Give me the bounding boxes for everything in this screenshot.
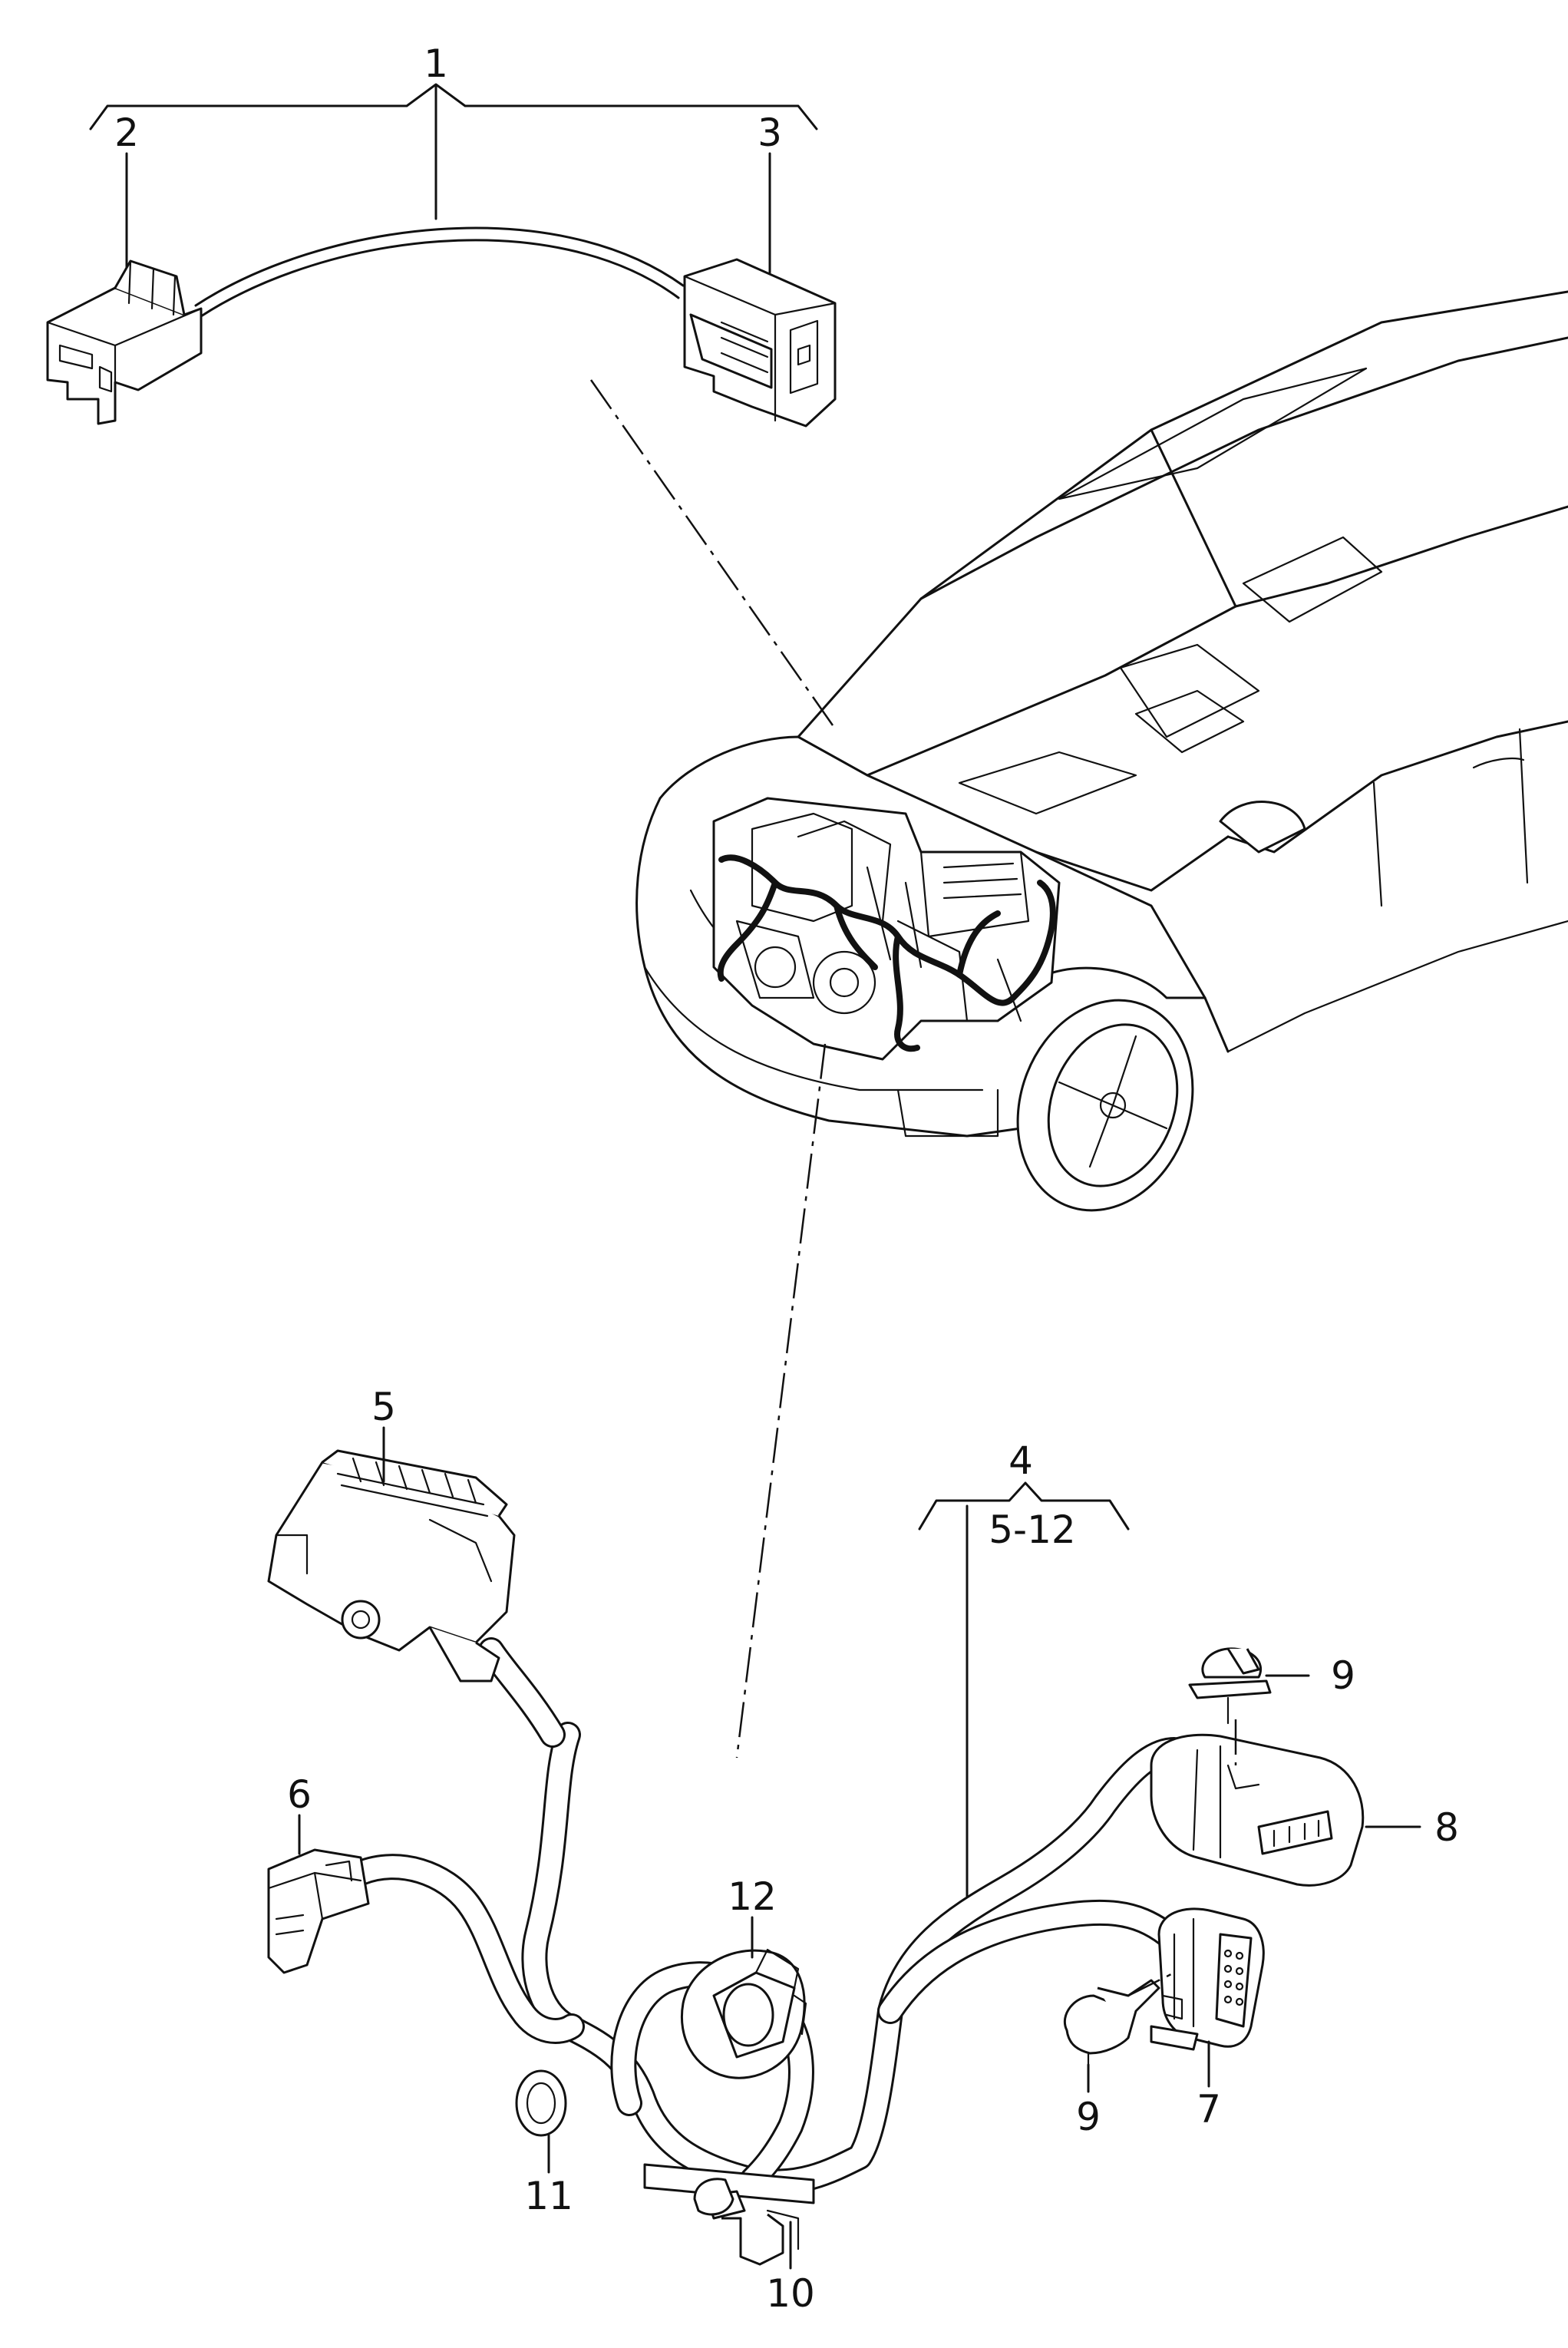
callout-12: 12 xyxy=(728,1874,777,1919)
callout-9-bottom: 9 xyxy=(1076,2095,1101,2139)
part-7-connector xyxy=(1157,1907,1265,2048)
part-8-connector xyxy=(1150,1733,1365,1887)
part-6-connector xyxy=(267,1848,370,1974)
part-12-grommet xyxy=(681,1948,807,2079)
callout-6: 6 xyxy=(287,1772,312,1817)
callout-8: 8 xyxy=(1434,1805,1459,1850)
connector-3 xyxy=(683,258,837,428)
callout-3: 3 xyxy=(758,111,782,155)
part-9-clip-top xyxy=(1188,1647,1272,1725)
front-wheel xyxy=(1016,966,1207,1212)
part-5-control-unit-connector xyxy=(267,1449,516,1683)
leader-car-to-harness xyxy=(735,1043,827,1759)
callout-9-top: 9 xyxy=(1331,1653,1355,1698)
leader-9-bottom-alignment xyxy=(1127,1971,1175,1997)
engine-compartment xyxy=(712,797,1061,1061)
callout-11: 11 xyxy=(524,2174,573,2218)
callout-4-range: 5-12 xyxy=(989,1508,1075,1552)
part-11-grommet xyxy=(515,2069,567,2137)
callout-2: 2 xyxy=(114,111,139,155)
part-10-clip xyxy=(643,2163,815,2266)
callout-10: 10 xyxy=(766,2271,815,2316)
engine-wiring-harness-group xyxy=(267,1426,1421,2270)
callout-5: 5 xyxy=(371,1385,396,1429)
part-9-clip-bottom xyxy=(1064,1979,1199,2074)
callout-1: 1 xyxy=(424,41,448,86)
adapter-cable-group xyxy=(46,83,837,428)
connector-2 xyxy=(46,259,203,425)
car-illustration xyxy=(635,290,1568,1212)
callout-7: 7 xyxy=(1197,2087,1221,2132)
adapter-cable xyxy=(194,226,685,307)
callout-4: 4 xyxy=(1008,1438,1033,1483)
leader-adapter-to-car xyxy=(589,379,834,726)
